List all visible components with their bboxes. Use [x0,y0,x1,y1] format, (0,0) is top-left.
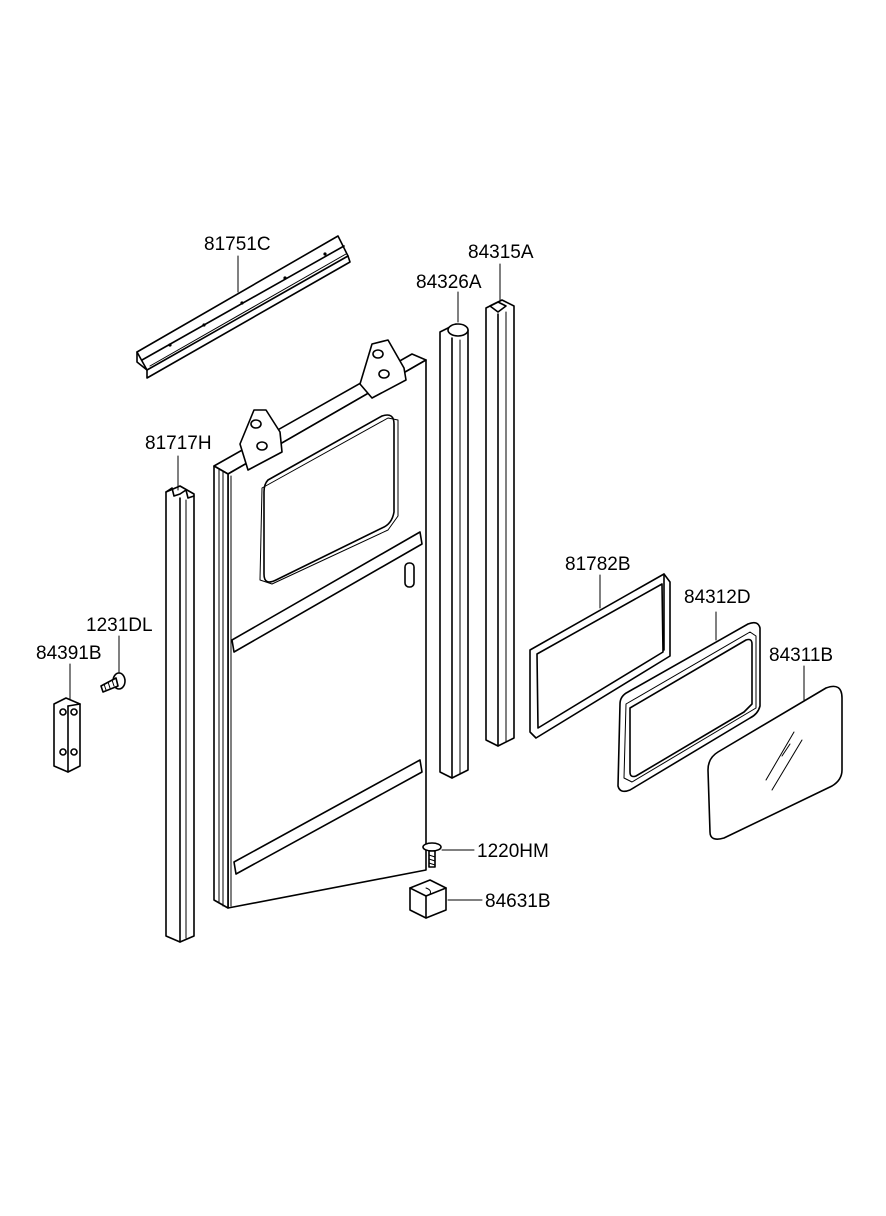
block-84631B[interactable] [409,879,447,919]
glass-84311B[interactable] [707,685,843,840]
channel-84315A[interactable] [485,299,515,747]
label-81717H[interactable]: 81717H [145,433,212,454]
seal-frame-81782B[interactable] [529,573,671,739]
frame-81717H[interactable] [165,485,195,943]
label-84391B[interactable]: 84391B [36,643,102,664]
label-84315A[interactable]: 84315A [468,242,534,263]
window-frame-84312D[interactable] [617,621,761,793]
label-81751C[interactable]: 81751C [204,234,271,255]
screw-1231DL[interactable] [100,672,126,693]
bracket-84391B[interactable] [53,697,81,773]
label-84311B[interactable]: 84311B [769,645,833,666]
label-84312D[interactable]: 84312D [684,587,751,608]
upper-rail-81751C[interactable] [136,235,351,379]
label-1220HM[interactable]: 1220HM [477,841,549,862]
label-81782B[interactable]: 81782B [565,554,631,575]
seal-84326A[interactable] [439,323,469,779]
label-1231DL[interactable]: 1231DL [86,615,153,636]
label-84326A[interactable]: 84326A [416,272,482,293]
label-84631B[interactable]: 84631B [485,891,551,912]
screw-1220HM[interactable] [422,842,442,868]
door-panel[interactable] [213,339,427,909]
